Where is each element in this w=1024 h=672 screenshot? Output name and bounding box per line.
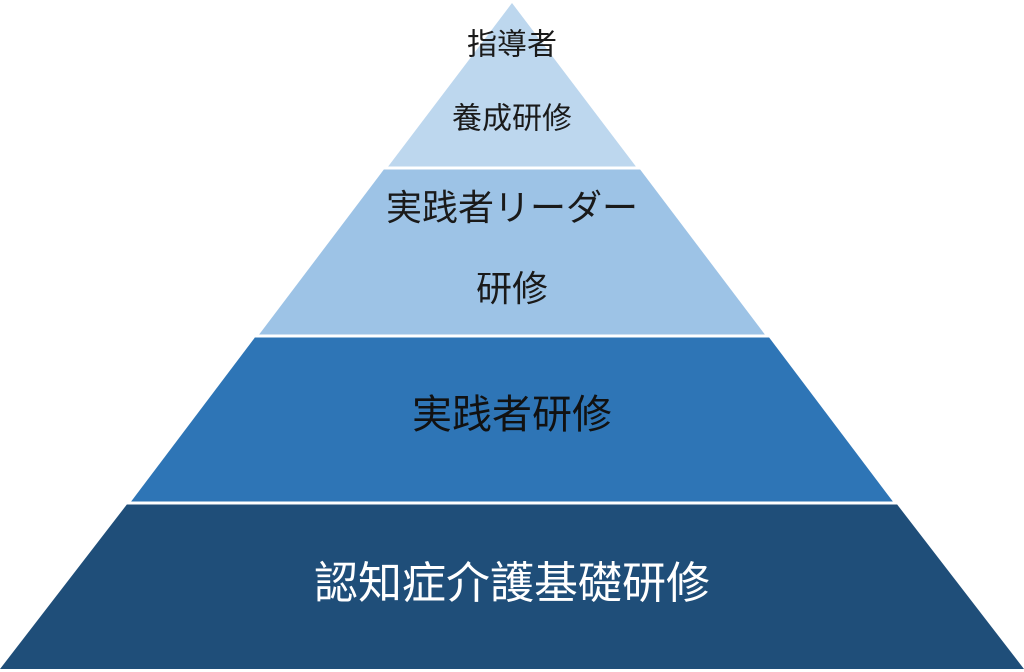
- pyramid-level-instructor-training: [387, 3, 637, 168]
- level-1-label-line-2: 養成研修: [452, 102, 572, 137]
- level-1-label-line-1: 指導者: [467, 28, 557, 63]
- pyramid-level-basic-dementia-care-training: [0, 503, 1024, 669]
- pyramid-level-practitioner-leader-training: [258, 168, 766, 336]
- level-2-label-line-1: 実践者リーダー: [386, 188, 638, 229]
- level-2-label-line-2: 研修: [476, 269, 548, 310]
- level-3-label: 実践者研修: [412, 392, 612, 438]
- pyramid-level-practitioner-training: [130, 336, 894, 503]
- level-4-label: 認知症介護基礎研修: [314, 558, 710, 609]
